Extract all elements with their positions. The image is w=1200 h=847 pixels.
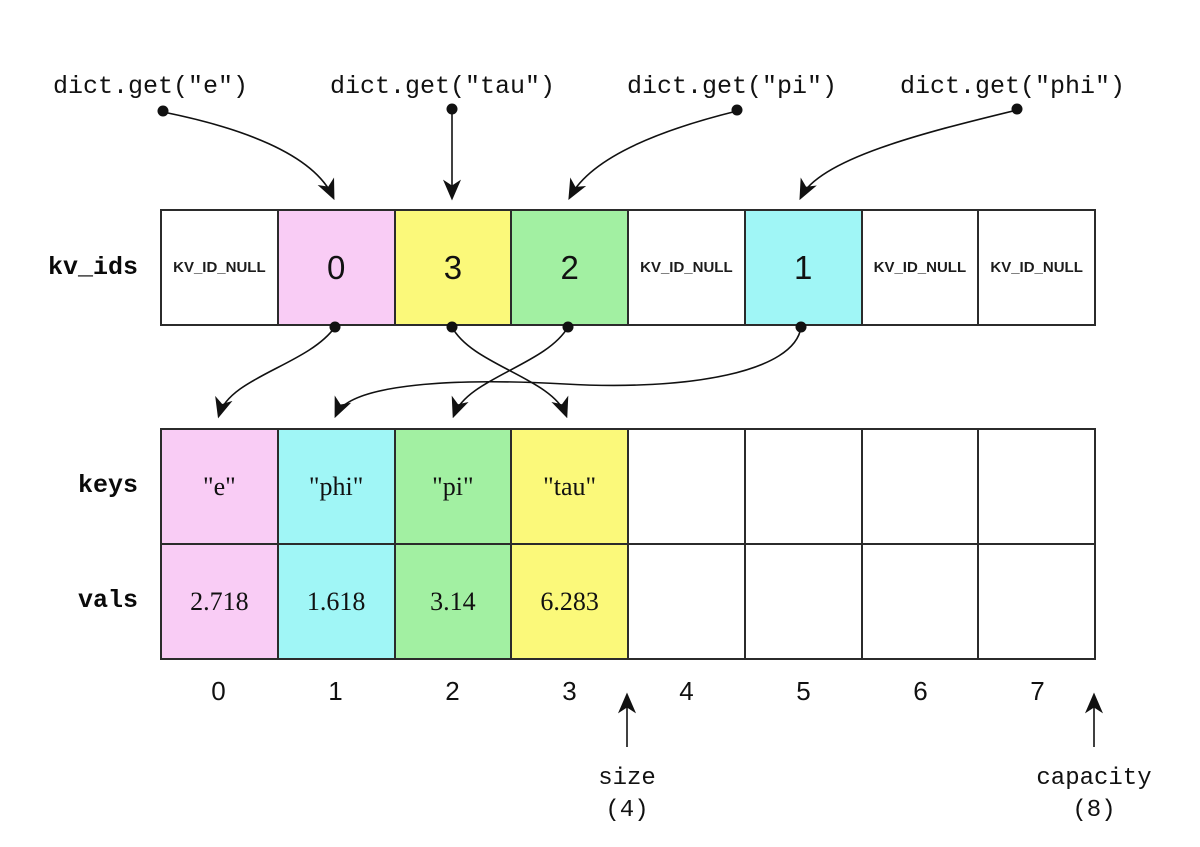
index-label-5: 5 (796, 676, 811, 706)
kv-ids-cell-2: 3 (395, 211, 513, 324)
capacity-label: capacity (1036, 765, 1152, 792)
keys-cell-5 (745, 430, 863, 543)
keys-cell-1: "phi" (278, 430, 396, 543)
vals-row-label: vals (77, 586, 138, 615)
dot-get-phi (1011, 103, 1023, 115)
vals-cell-5 (745, 545, 863, 658)
keys-cell-2: "pi" (395, 430, 513, 543)
slot-index-labels: 0 1 2 3 4 5 6 7 (160, 676, 1096, 707)
keys-cell-6 (862, 430, 980, 543)
index-label-4: 4 (679, 676, 694, 706)
kv-ids-cell-7: KV_ID_NULL (979, 211, 1094, 324)
kv-ids-array: KV_ID_NULL 0 3 2 KV_ID_NULL 1 KV_ID_NULL… (160, 209, 1096, 326)
arrow-bucket-1-to-key-0 (215, 326, 336, 419)
vals-cell-7 (979, 545, 1094, 658)
dot-get-tau (446, 103, 458, 115)
call-label-get-e: dict.get("e") (53, 72, 249, 101)
keys-array: "e" "phi" "pi" "tau" (160, 428, 1096, 545)
index-label-3: 3 (562, 676, 577, 706)
vals-cell-4 (629, 545, 746, 658)
index-label-0: 0 (211, 676, 226, 706)
kv-ids-cell-1: 0 (278, 211, 396, 324)
call-label-get-tau: dict.get("tau") (330, 72, 556, 101)
capacity-value: (8) (1072, 797, 1116, 824)
dot-get-pi (731, 104, 743, 116)
arrow-get-pi-to-bucket-3 (568, 110, 738, 201)
dot-get-e (157, 105, 169, 117)
size-annotation: size (4) (598, 764, 656, 826)
kv-ids-row-label: kv_ids (47, 253, 138, 282)
keys-cell-0: "e" (162, 430, 279, 543)
keys-cell-4 (629, 430, 746, 543)
kv-ids-cell-4: KV_ID_NULL (629, 211, 746, 324)
index-label-6: 6 (913, 676, 928, 706)
index-label-1: 1 (328, 676, 343, 706)
kv-ids-cell-0: KV_ID_NULL (162, 211, 279, 324)
index-label-7: 7 (1030, 676, 1045, 706)
vals-cell-0: 2.718 (162, 545, 279, 658)
vals-cell-3: 6.283 (512, 545, 629, 658)
vals-cell-6 (862, 545, 980, 658)
arrow-bucket-2-to-key-3 (451, 326, 569, 419)
index-label-2: 2 (445, 676, 460, 706)
arrow-get-phi-to-bucket-5 (799, 109, 1018, 201)
capacity-annotation: capacity (8) (1036, 764, 1151, 826)
call-label-get-phi: dict.get("phi") (900, 72, 1126, 101)
size-label: size (598, 765, 656, 792)
kv-ids-cell-5: 1 (745, 211, 863, 324)
vals-cell-2: 3.14 (395, 545, 513, 658)
vals-array: 2.718 1.618 3.14 6.283 (160, 543, 1096, 660)
keys-cell-7 (979, 430, 1094, 543)
kv-ids-cell-6: KV_ID_NULL (862, 211, 980, 324)
call-label-get-pi: dict.get("pi") (627, 72, 838, 101)
vals-cell-1: 1.618 (278, 545, 396, 658)
arrow-bucket-3-to-key-2 (451, 326, 569, 419)
keys-row-label: keys (77, 471, 138, 500)
keys-cell-3: "tau" (512, 430, 629, 543)
kv-ids-cell-3: 2 (512, 211, 629, 324)
arrow-get-e-to-bucket-1 (162, 111, 335, 201)
size-value: (4) (605, 797, 649, 824)
arrow-bucket-5-to-key-1 (334, 326, 802, 419)
